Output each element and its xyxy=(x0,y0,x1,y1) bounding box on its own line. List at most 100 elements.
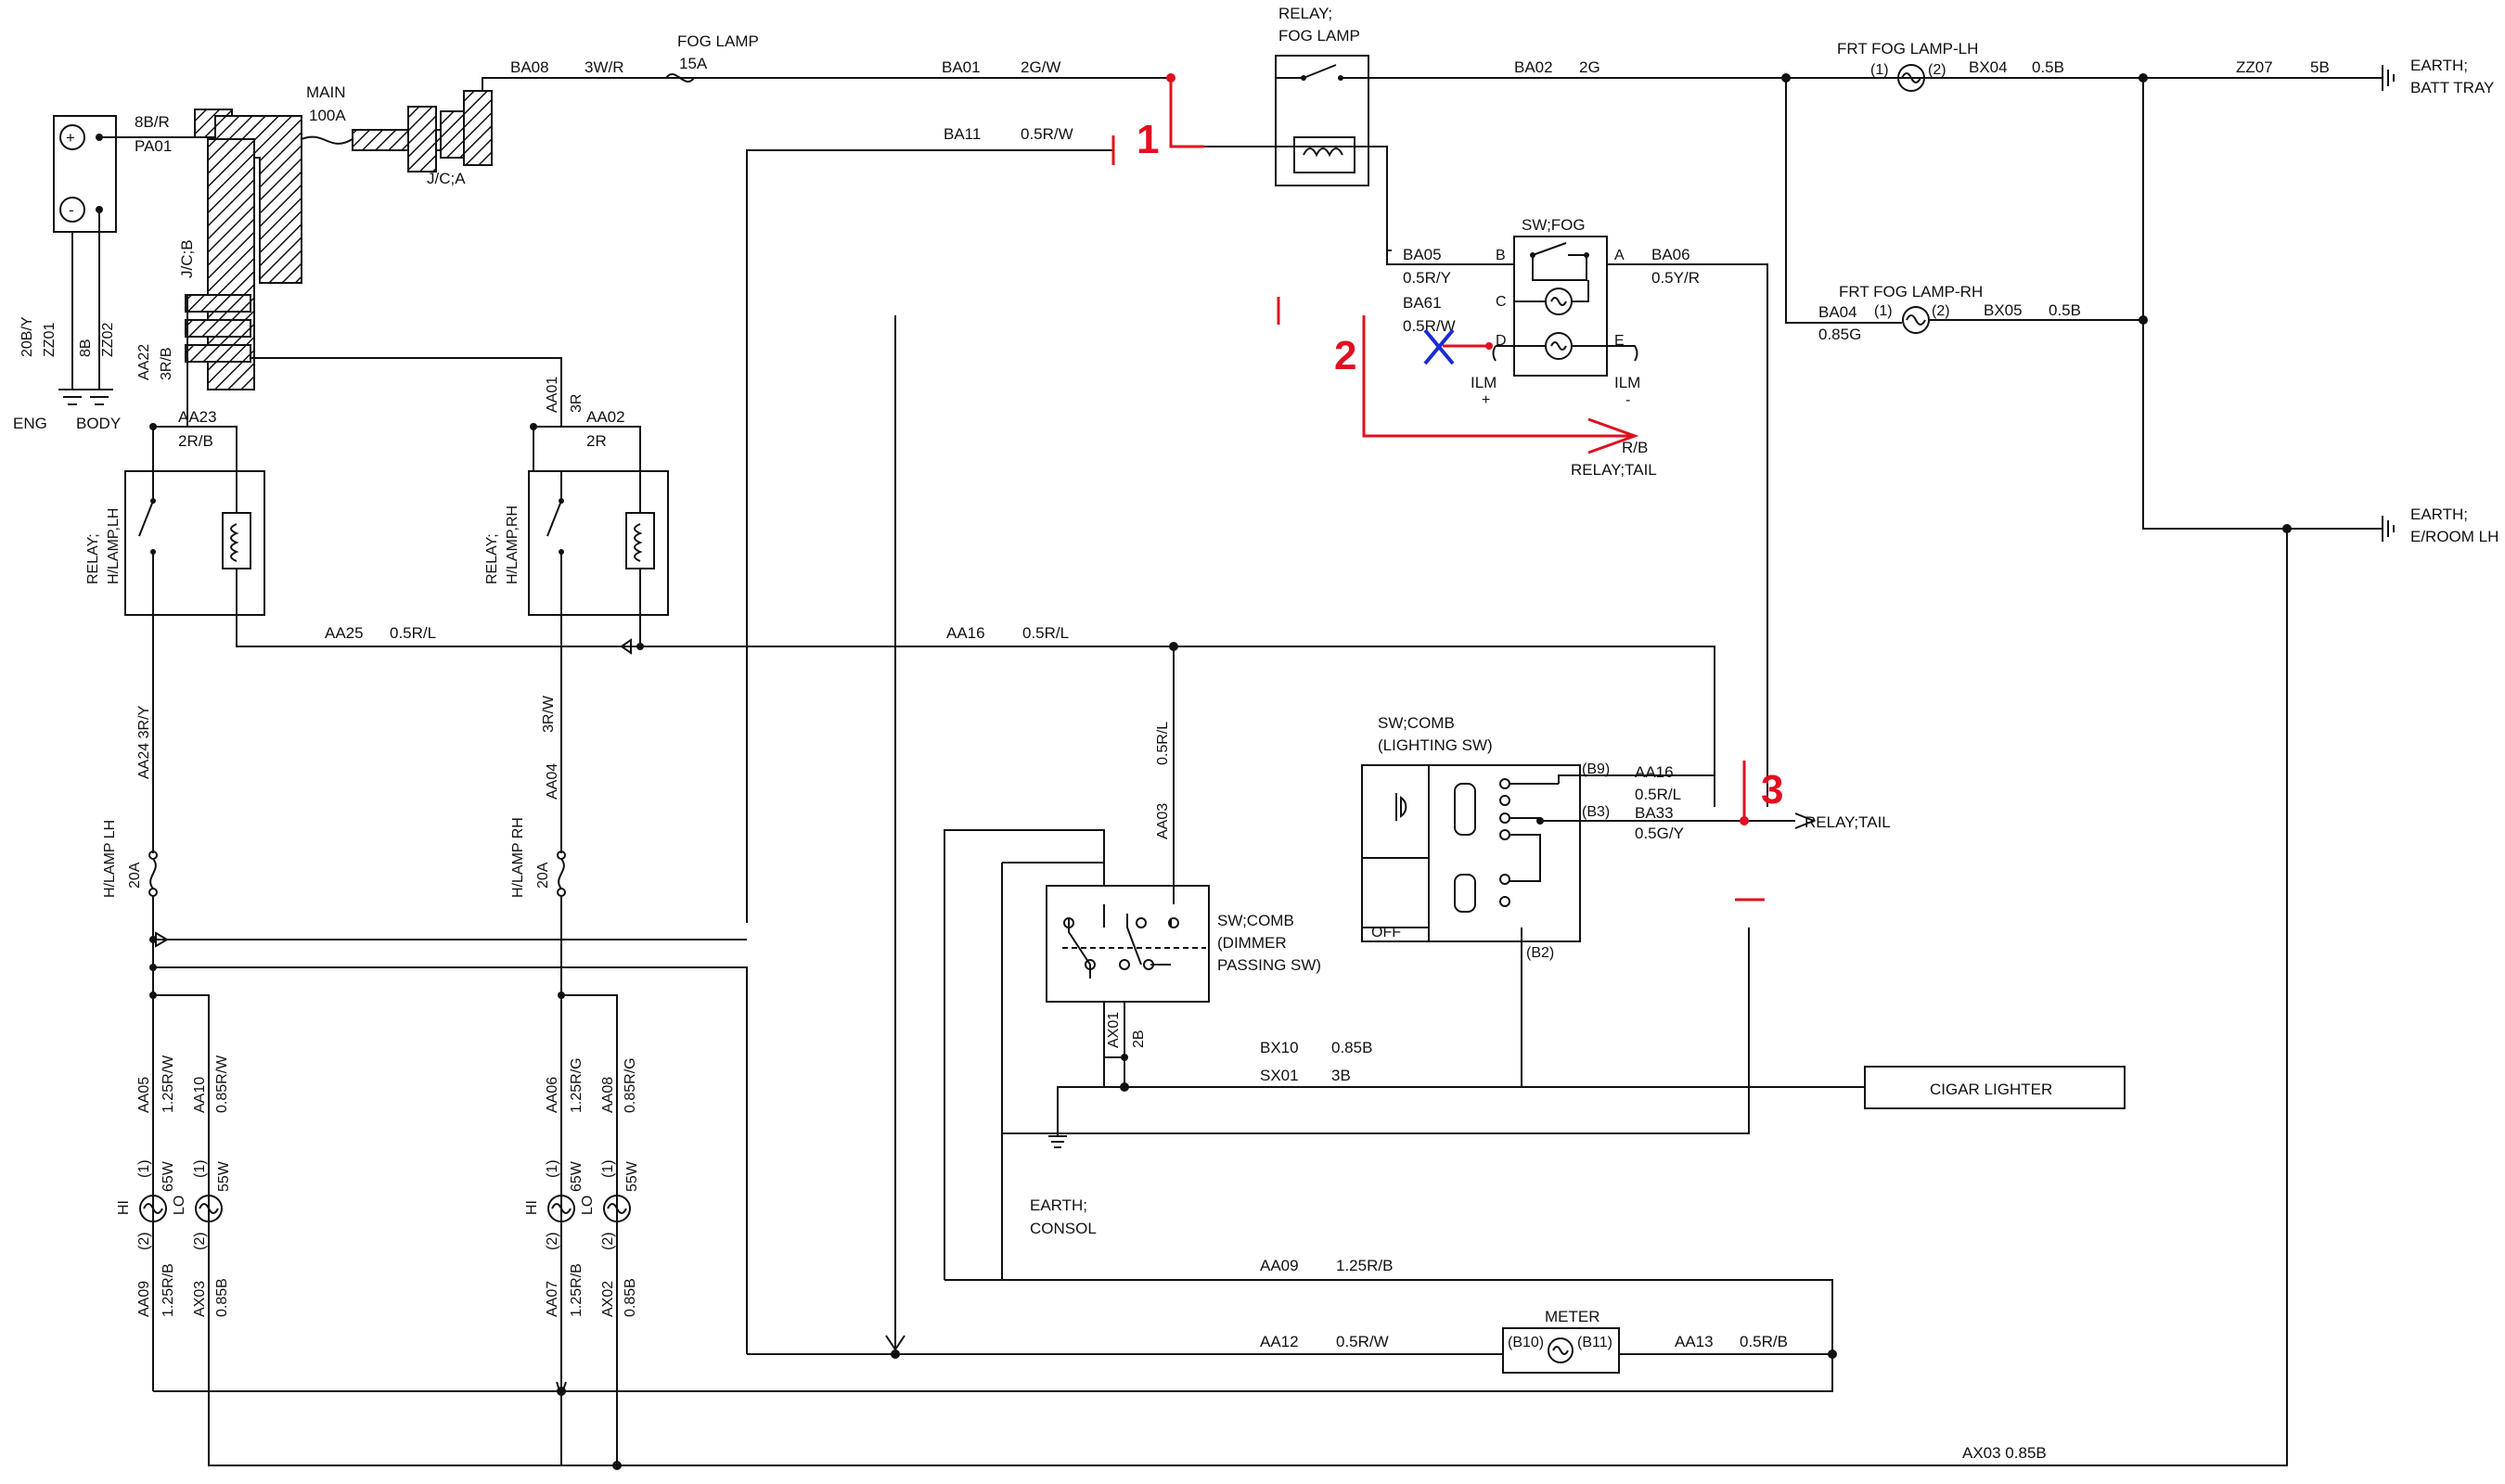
aa06-wire-color: 1.25R/G xyxy=(569,1057,584,1113)
aa25-wire-color: 0.5R/L xyxy=(390,624,436,642)
pin-b2: (B2) xyxy=(1526,945,1554,961)
ba04-wire: BA04 xyxy=(1818,303,1857,321)
aa13-wire-color: 0.5R/B xyxy=(1740,1333,1788,1350)
relay-fog-label-1: RELAY; xyxy=(1278,5,1332,22)
sw-fog-pin-b: B xyxy=(1496,248,1506,263)
fog-lamp-fuse-label: FOG LAMP xyxy=(677,32,759,50)
ba61-wire: BA61 xyxy=(1403,294,1442,312)
ba06-wire-color: 0.5Y/R xyxy=(1651,269,1700,287)
ilm-plus-sign: + xyxy=(1482,392,1490,408)
relay-rh-label-2: H/LAMP,RH xyxy=(505,505,520,584)
frt-fog-lh-label: FRT FOG LAMP-LH xyxy=(1837,40,1978,58)
rh-hi-pin-2: (2) xyxy=(545,1232,560,1250)
rh-lo-watt: 55W xyxy=(624,1160,640,1192)
ax01-wire: AX01 xyxy=(1106,1012,1122,1048)
relay-tail-label-top: RELAY;TAIL xyxy=(1571,461,1657,479)
ba33-wire-color: 0.5G/Y xyxy=(1635,825,1684,842)
lh-lo-watt: 55W xyxy=(216,1160,232,1192)
dimmer-label-2: (DIMMER xyxy=(1217,934,1287,952)
lh-hi-pin-1: (1) xyxy=(136,1159,152,1178)
aa04-wire: AA04 xyxy=(545,763,560,800)
lighting-sw-off: OFF xyxy=(1371,925,1401,940)
jca-label: J/C;A xyxy=(427,170,466,187)
ba01-wire: BA01 xyxy=(942,58,981,76)
earth-eng-label: ENG xyxy=(13,415,47,432)
ax03-wire-color: 0.85B xyxy=(214,1278,230,1317)
aa07-wire-color: 1.25R/B xyxy=(569,1263,584,1317)
zz07-wire: ZZ07 xyxy=(2236,58,2273,76)
aa10-wire: AA10 xyxy=(192,1077,208,1113)
aa03-wire: AA03 xyxy=(1155,803,1171,839)
aa16-wire-color: 0.5R/L xyxy=(1022,624,1069,642)
aa05-wire: AA05 xyxy=(136,1077,152,1113)
dimmer-label-1: SW;COMB xyxy=(1217,912,1294,929)
hlamp-lh-fuse-label: H/LAMP LH xyxy=(102,820,118,898)
bx05-wire-color: 0.5B xyxy=(2049,301,2081,319)
hlamp-rh-fuse-label: H/LAMP RH xyxy=(510,817,526,898)
lighting-sw-label-1: SW;COMB xyxy=(1378,714,1455,732)
aa03-wire-color: 0.5R/L xyxy=(1155,722,1171,765)
main-fuse-label: MAIN xyxy=(306,83,346,101)
junction-block-b xyxy=(185,109,302,390)
marker-2: 2 xyxy=(1334,333,1356,378)
aa13-wire: AA13 xyxy=(1675,1333,1714,1350)
ba61-wire-color: 0.5R/W xyxy=(1403,317,1456,335)
ba02-wire: BA02 xyxy=(1514,58,1553,76)
aa16-wire: AA16 xyxy=(946,624,985,642)
relay-fog-lamp xyxy=(1275,55,1392,251)
zz01-wire-color: 20B/Y xyxy=(19,316,35,357)
aa16-sw-wire: AA16 xyxy=(1635,763,1674,781)
pa01-wire: PA01 xyxy=(135,137,172,155)
sx01-wire: SX01 xyxy=(1260,1067,1299,1084)
ba05-wire: BA05 xyxy=(1403,246,1442,263)
svg-text:+: + xyxy=(66,129,75,147)
ba33-wire: BA33 xyxy=(1635,804,1674,822)
aa01-wire-color: 3R xyxy=(569,394,584,413)
aa08-wire-color: 0.85R/G xyxy=(623,1057,638,1113)
aa06-wire: AA06 xyxy=(545,1077,560,1113)
ilm-minus-label: ILM xyxy=(1614,374,1640,391)
ax02-wire-color: 0.85B xyxy=(623,1278,638,1317)
bx10-wire: BX10 xyxy=(1260,1039,1299,1056)
earth-batt-label-1: EARTH; xyxy=(2410,57,2468,74)
relay-lh-label-2: H/LAMP,LH xyxy=(106,508,122,584)
rb-wire-color: R/B xyxy=(1622,439,1648,456)
fog-rh-pin-2: (2) xyxy=(1932,303,1950,319)
ilm-plus-label: ILM xyxy=(1471,374,1497,391)
sw-fog-switch xyxy=(1513,236,1608,377)
sx01-wire-color: 3B xyxy=(1331,1067,1351,1084)
ba05-wire-color: 0.5R/Y xyxy=(1403,269,1451,287)
ba04-wire-color: 0.85G xyxy=(1818,326,1861,343)
aa04-wire-color: 3R/W xyxy=(541,695,557,733)
ilm-minus-sign: - xyxy=(1625,392,1630,408)
ba01-wire-color: 2G/W xyxy=(1021,58,1060,76)
hlamp-rh-fuse-amps: 20A xyxy=(535,862,551,889)
aa25-wire: AA25 xyxy=(325,624,364,642)
lh-hi-watt: 65W xyxy=(161,1160,176,1192)
lighting-sw-label-2: (LIGHTING SW) xyxy=(1378,736,1493,754)
lh-hi-pin-2: (2) xyxy=(136,1232,152,1250)
sw-comb-dimmer xyxy=(1046,885,1210,1003)
sw-fog-pin-a: A xyxy=(1614,248,1625,263)
fog-lamp-fuse-amps: 15A xyxy=(679,55,708,72)
aa02-wire-color: 2R xyxy=(586,432,607,450)
headlamp-rh-bulbs xyxy=(547,1195,631,1222)
meter-label: METER xyxy=(1545,1308,1600,1325)
sw-fog-pin-e: E xyxy=(1614,333,1625,349)
lh-lo-label: LO xyxy=(172,1196,187,1215)
fog-rh-pin-1: (1) xyxy=(1874,303,1893,319)
bx10-wire-color: 0.85B xyxy=(1331,1039,1372,1056)
rh-hi-watt: 65W xyxy=(569,1160,584,1192)
relay-hlamp-lh xyxy=(124,470,265,616)
hlamp-lh-fuse-amps: 20A xyxy=(127,862,143,889)
bx05-wire: BX05 xyxy=(1984,301,2023,319)
aa12-wire: AA12 xyxy=(1260,1333,1299,1350)
aa22-wire: AA22 xyxy=(136,344,152,380)
ba11-wire: BA11 xyxy=(944,125,981,143)
pin-b3: (B3) xyxy=(1582,804,1610,820)
ax03-hwire: AX03 0.85B xyxy=(1962,1444,2047,1462)
marker-1: 1 xyxy=(1137,117,1159,162)
marker-3: 3 xyxy=(1761,767,1783,812)
bx04-wire-color: 0.5B xyxy=(2032,58,2064,76)
frt-fog-rh-label: FRT FOG LAMP-RH xyxy=(1839,283,1983,301)
